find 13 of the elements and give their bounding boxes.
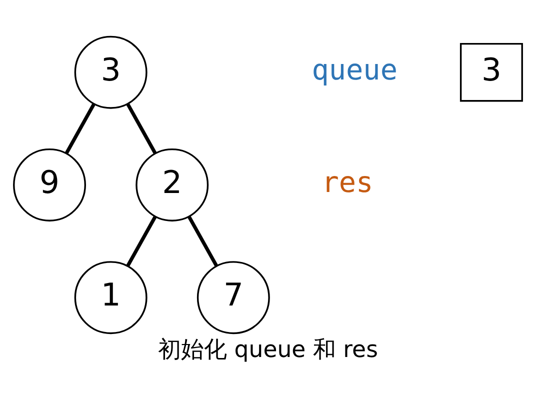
node-circle: 9 <box>13 148 86 221</box>
node-circle: 7 <box>196 260 270 334</box>
caption: 初始化 queue 和 res <box>158 336 378 363</box>
label: res <box>322 166 374 199</box>
node-circle: 1 <box>74 260 148 334</box>
connector <box>188 216 218 266</box>
node-label: queue <box>312 52 398 86</box>
connector <box>64 102 96 154</box>
node-circle: 2 <box>136 148 209 221</box>
connector <box>126 102 157 154</box>
connector <box>126 216 157 266</box>
node-box: 3 <box>460 42 523 102</box>
node-circle: 3 <box>74 35 148 108</box>
